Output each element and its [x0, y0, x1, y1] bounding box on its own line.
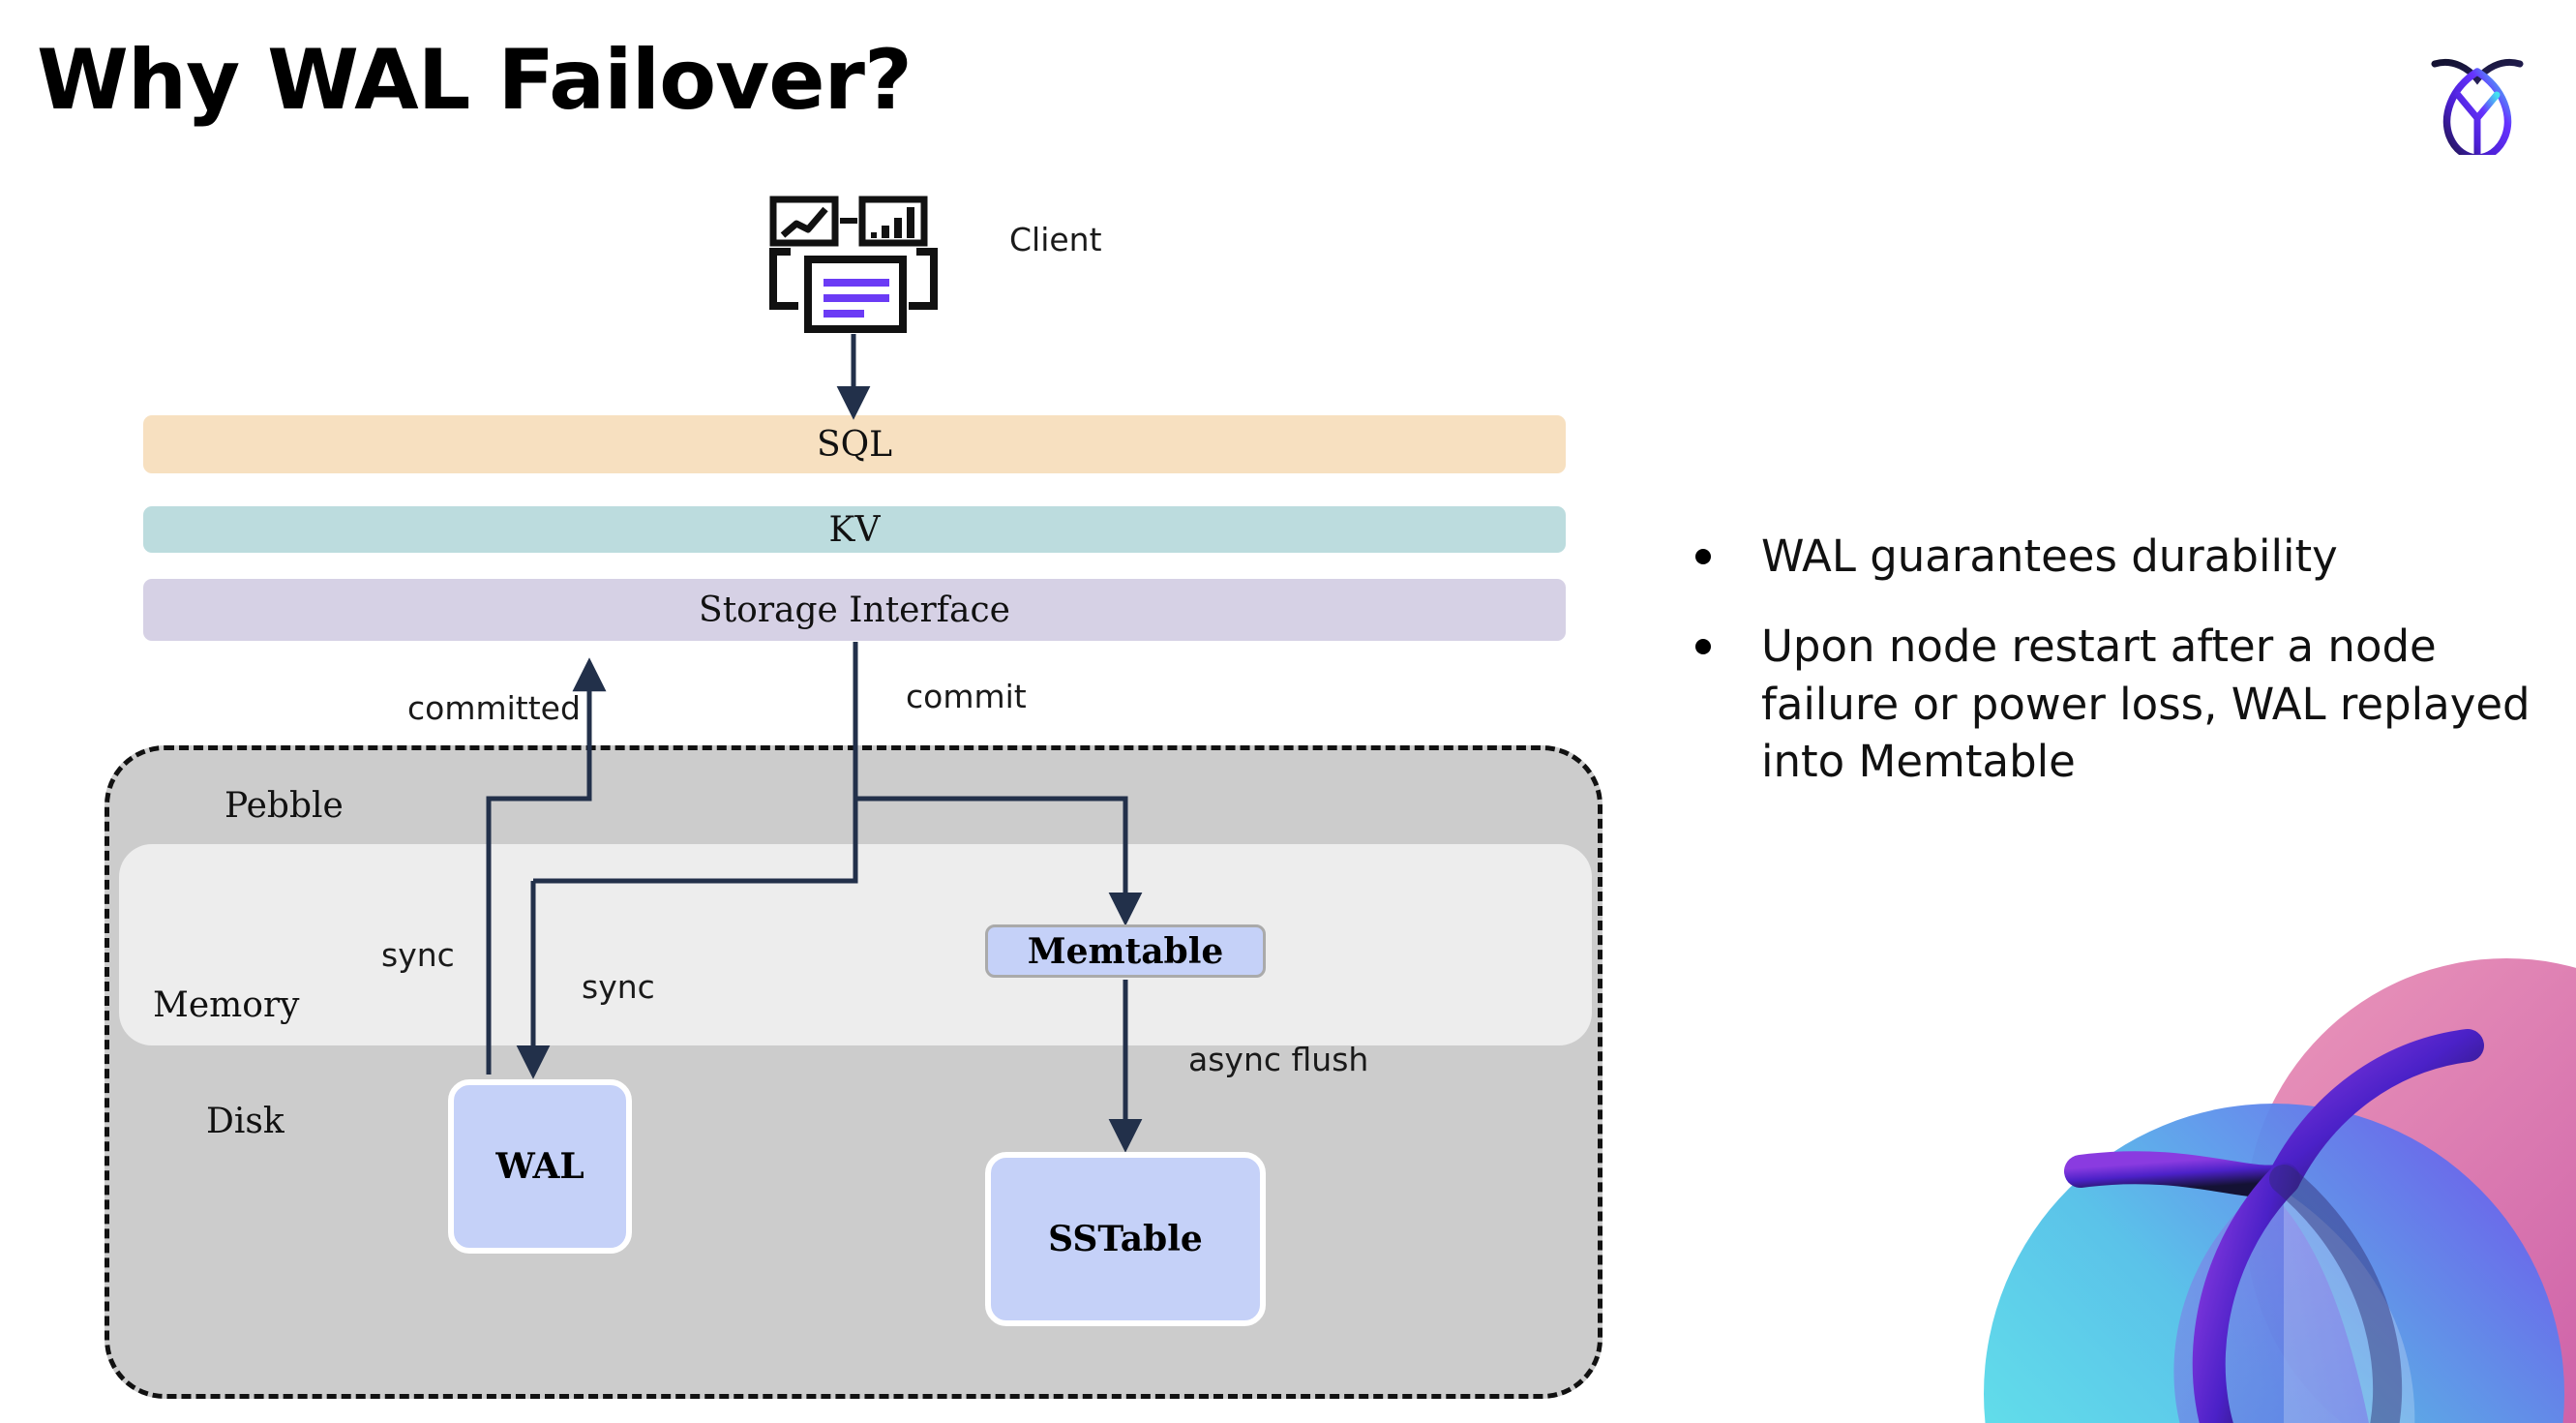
node-memtable: Memtable [985, 924, 1266, 978]
layer-bar-kv: KV [143, 506, 1566, 553]
disk-label: Disk [206, 1102, 285, 1141]
memory-label: Memory [153, 985, 300, 1025]
edge-label-async-flush: async flush [1188, 1041, 1369, 1078]
edge-label-commit: commit [906, 678, 1027, 715]
node-sstable: SSTable [985, 1152, 1266, 1326]
edge-label-sync-right: sync [582, 968, 655, 1006]
list-item: WAL guarantees durability [1695, 528, 2547, 585]
edge-label-committed: committed [407, 689, 581, 727]
page-title: Why WAL Failover? [37, 32, 913, 129]
node-wal: WAL [448, 1079, 632, 1254]
layer-bar-sql: SQL [143, 415, 1566, 473]
bullet-list: WAL guarantees durability Upon node rest… [1695, 528, 2547, 824]
cockroachdb-logo-icon [2410, 29, 2545, 162]
pebble-label: Pebble [225, 786, 344, 826]
bullet-text: Upon node restart after a node failure o… [1761, 621, 2531, 788]
architecture-diagram: Client SQL KV Storage Interface Pebble M… [105, 194, 1603, 1399]
memory-region [119, 844, 1592, 1045]
bullet-dot-icon [1695, 639, 1711, 655]
client-dashboard-icon [769, 194, 944, 334]
bullet-dot-icon [1695, 549, 1711, 564]
decorative-brand-watermark [1964, 929, 2576, 1423]
layer-bar-storage-interface: Storage Interface [143, 579, 1566, 641]
client-label: Client [1009, 221, 1102, 258]
list-item: Upon node restart after a node failure o… [1695, 618, 2547, 790]
edge-label-sync-left: sync [381, 936, 455, 974]
bullet-text: WAL guarantees durability [1761, 530, 2338, 582]
